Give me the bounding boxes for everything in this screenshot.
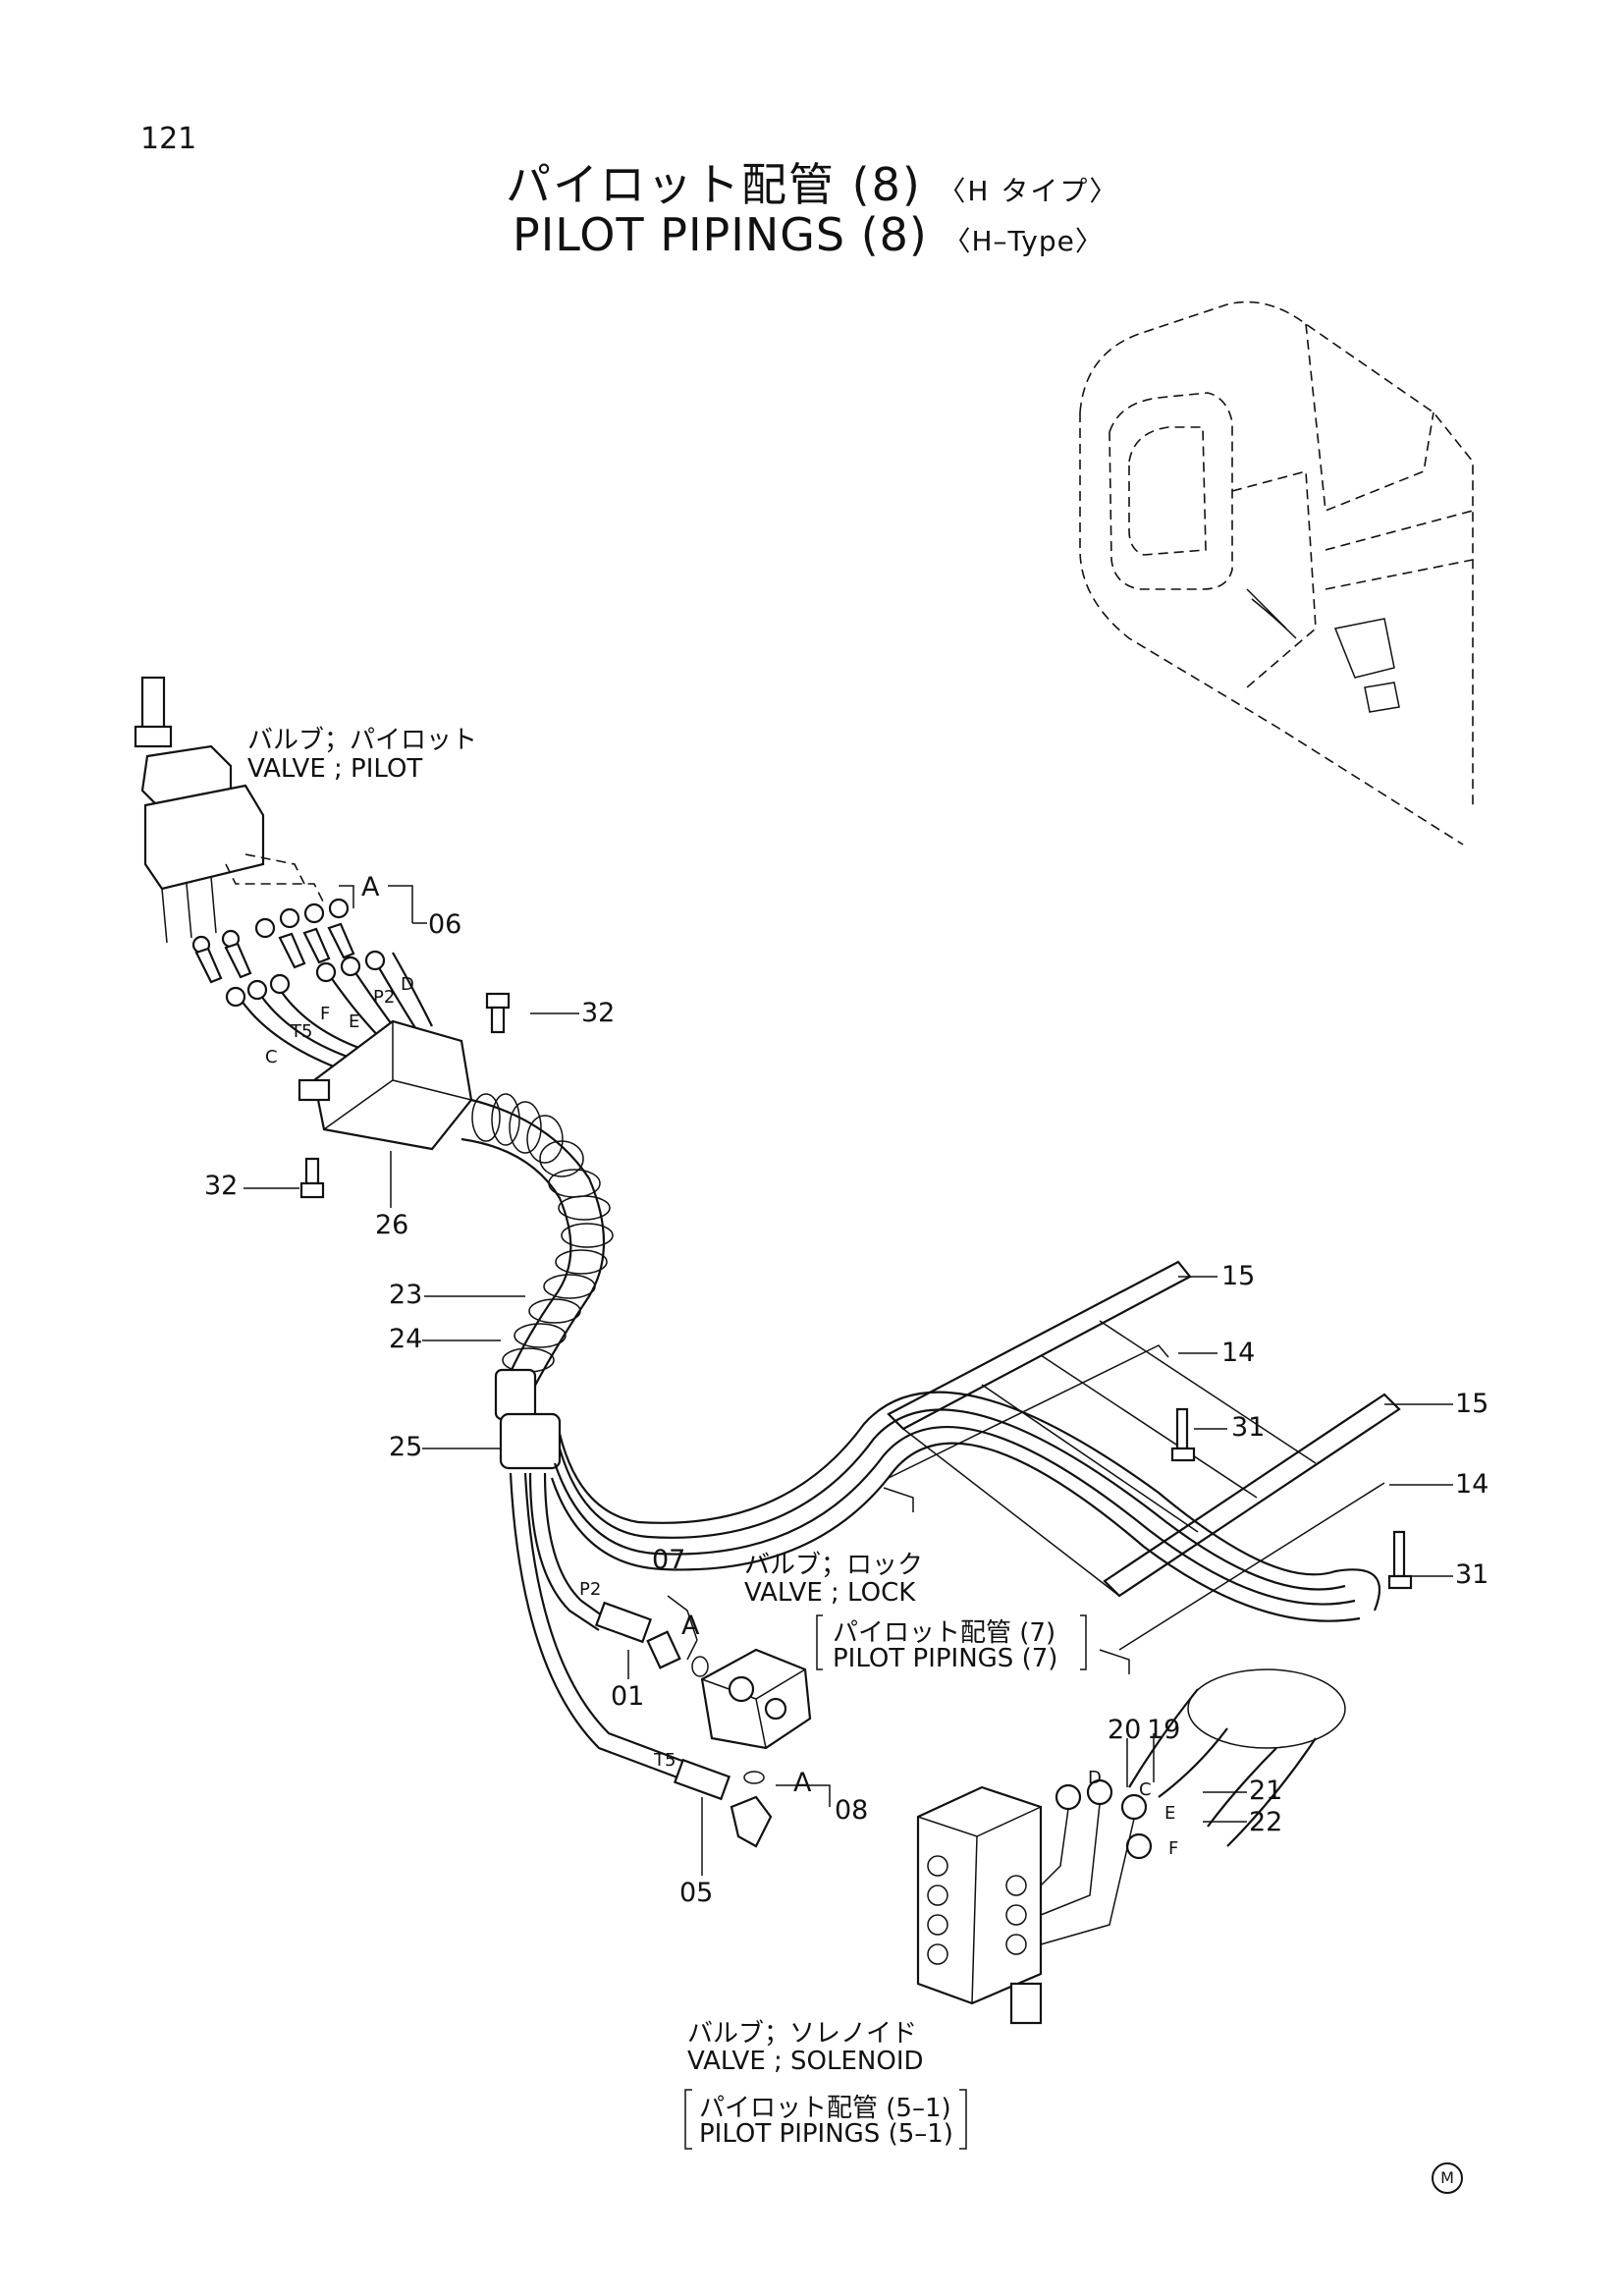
title-jp-main: パイロット配管 (8) xyxy=(506,158,922,211)
port-f-low: F xyxy=(1168,1838,1179,1859)
port-a-2: A xyxy=(681,1611,700,1641)
callout-14-b: 14 xyxy=(1455,1469,1489,1500)
port-p2-mid: P2 xyxy=(579,1579,602,1600)
callout-24: 24 xyxy=(389,1324,423,1354)
port-d-low: D xyxy=(1088,1768,1102,1788)
callout-05: 05 xyxy=(679,1878,714,1908)
callout-32-a: 32 xyxy=(581,998,616,1028)
port-t5-mid: T5 xyxy=(654,1750,676,1771)
port-t5-top: T5 xyxy=(291,1021,313,1042)
title-en: PILOT PIPINGS (8) 〈H–Type〉 xyxy=(513,208,1104,261)
callout-01: 01 xyxy=(611,1681,645,1712)
solenoid-valve-ref-jp: パイロット配管 (5–1) xyxy=(699,2094,951,2123)
solenoid-valve-drawing xyxy=(916,1778,1153,2025)
port-f-top: F xyxy=(320,1004,331,1024)
hoses-01-05 xyxy=(509,1472,731,1801)
lock-valve-label-jp: バルブ；ロック xyxy=(744,1551,924,1580)
port-d-top: D xyxy=(401,974,414,995)
callout-26: 26 xyxy=(375,1210,409,1240)
port-p2-top: P2 xyxy=(373,987,396,1008)
port-e-low: E xyxy=(1164,1803,1176,1824)
title-jp: パイロット配管 (8) 〈H タイプ〉 xyxy=(506,149,1118,214)
cab-outline xyxy=(1079,301,1474,846)
lock-valve-ref-en: PILOT PIPINGS (7) xyxy=(833,1644,1058,1673)
port-a-1: A xyxy=(361,872,380,902)
leader-lines xyxy=(243,885,1453,1876)
bolts xyxy=(299,992,1413,1590)
title-en-sub: 〈H–Type〉 xyxy=(943,225,1104,257)
ref-brackets xyxy=(684,1614,1087,2150)
callout-31-b: 31 xyxy=(1455,1559,1489,1590)
callout-21: 21 xyxy=(1249,1776,1283,1806)
callout-25: 25 xyxy=(389,1432,423,1462)
pilot-valve-label-en: VALVE ; PILOT xyxy=(247,754,423,784)
circled-m-mark: M xyxy=(1432,2162,1463,2194)
corrugated-tube-23 xyxy=(460,1093,614,1470)
port-c-low: C xyxy=(1139,1779,1152,1800)
port-e-top: E xyxy=(349,1011,360,1032)
callout-08: 08 xyxy=(835,1795,869,1826)
callout-23: 23 xyxy=(389,1280,423,1310)
callout-22: 22 xyxy=(1249,1807,1283,1837)
callout-15-b: 15 xyxy=(1455,1389,1489,1419)
solenoid-valve-label-en: VALVE ; SOLENOID xyxy=(687,2047,924,2076)
callout-07: 07 xyxy=(652,1545,686,1575)
cover-26 xyxy=(298,1019,473,1151)
fittings-06 xyxy=(191,898,355,984)
pilot-valve-drawing xyxy=(134,676,325,944)
lock-valve-ref-jp: パイロット配管 (7) xyxy=(833,1618,1056,1648)
title-jp-sub: 〈H タイプ〉 xyxy=(938,175,1119,207)
callout-06: 06 xyxy=(428,909,462,940)
callout-14-a: 14 xyxy=(1221,1338,1256,1368)
lock-valve-label-en: VALVE ; LOCK xyxy=(744,1578,916,1608)
callout-20: 20 xyxy=(1108,1715,1142,1745)
page-number: 121 xyxy=(140,122,197,156)
callout-19: 19 xyxy=(1147,1715,1181,1745)
port-a-3: A xyxy=(793,1768,812,1798)
port-c-top: C xyxy=(265,1047,278,1067)
solenoid-valve-label-jp: バルブ；ソレノイド xyxy=(687,2019,918,2049)
callout-32-b: 32 xyxy=(204,1171,239,1201)
pilot-valve-label-jp: バルブ；パイロット xyxy=(247,726,478,755)
callout-15-a: 15 xyxy=(1221,1261,1256,1291)
pilot-hoses xyxy=(225,950,433,1072)
solenoid-valve-ref-en: PILOT PIPINGS (5–1) xyxy=(699,2119,953,2149)
lock-valve-drawing xyxy=(646,1630,812,1848)
title-en-main: PILOT PIPINGS (8) xyxy=(513,208,928,261)
callout-31-a: 31 xyxy=(1231,1412,1266,1443)
hose-bundle xyxy=(550,1391,1380,1847)
